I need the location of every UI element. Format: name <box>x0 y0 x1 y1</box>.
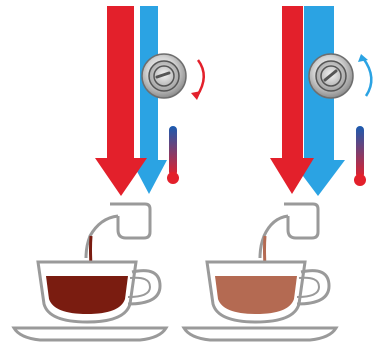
panel-right <box>181 6 373 342</box>
saucer-icon <box>11 326 169 342</box>
cup-icon <box>205 260 331 324</box>
panel-left <box>11 6 205 342</box>
saucer-icon <box>181 326 339 342</box>
spout-icon <box>84 202 152 267</box>
cold-water-arrow <box>131 6 167 194</box>
rotation-arrow-icon <box>358 54 373 97</box>
thermometer-icon <box>167 126 179 184</box>
coffee-fill <box>46 276 128 314</box>
rotation-arrow-icon <box>191 59 205 100</box>
knob-icon <box>141 53 187 99</box>
hot-water-arrow <box>95 6 147 196</box>
spout-icon <box>258 202 320 267</box>
thermometer-icon <box>354 126 366 186</box>
knob-icon <box>308 53 354 99</box>
coffee-fill <box>215 276 297 314</box>
cup-icon <box>36 260 162 324</box>
hot-water-arrow <box>270 6 314 194</box>
